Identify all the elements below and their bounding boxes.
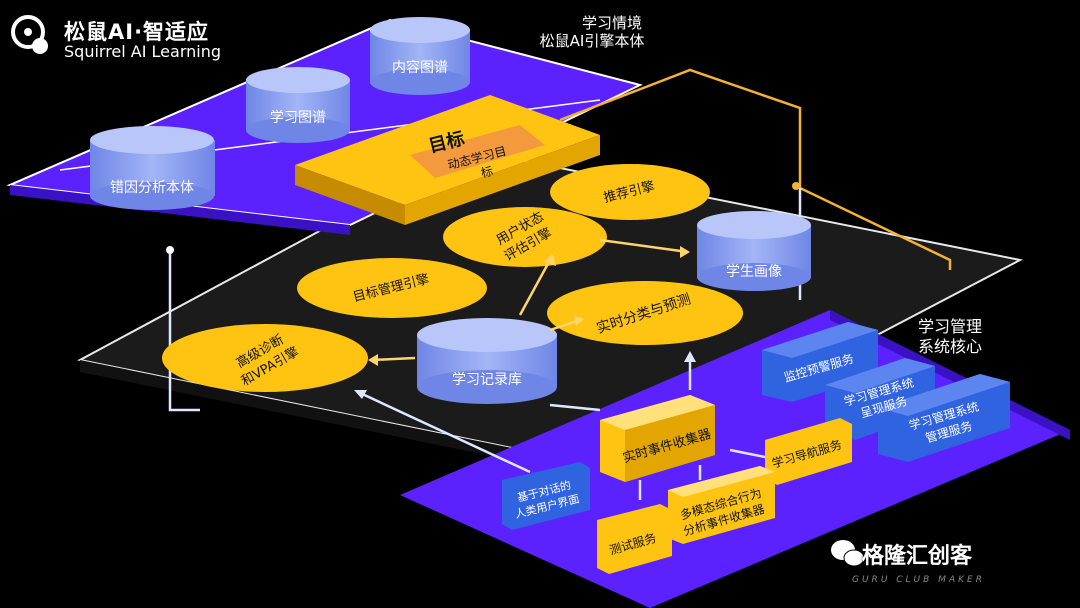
event-collector-box [600,395,715,482]
squirrel-logo-icon [11,15,48,54]
flow-arrows [354,238,771,500]
label-student-profile: 学生画像 [726,264,782,280]
dialog-ui-box [502,462,590,530]
cylinder-student-profile [697,211,811,291]
ellipse-realtime [547,281,743,345]
label-error-ontology: 错因分析本体 [110,180,194,196]
top-layer-title-2: 松鼠AI引擎本体 [540,32,645,50]
wechat-icon [831,540,865,567]
multimodal-box [668,466,775,544]
label-content-graph: 内容图谱 [392,59,448,76]
connector-dot [792,182,800,190]
top-layer-title-1: 学习情境 [582,14,642,32]
ellipse-diagnosis [162,324,368,392]
label-learning-graph: 学习图谱 [270,110,326,126]
test-service-box [597,504,672,574]
brand-logo: 松鼠AI·智适应 Squirrel AI Learning [10,8,230,64]
ellipse-recommend [550,164,710,220]
cylinder-error-ontology [90,126,215,210]
goal-box [295,95,600,225]
nav-service-box [765,418,852,485]
brand-name-en: Squirrel AI Learning [64,42,222,61]
cylinder-content-graph [370,17,470,95]
watermark-sub: GURU CLUB MAKER [852,575,985,585]
cylinder-learning-graph [246,67,350,143]
watermark-text: 格隆汇创客 [862,544,973,569]
brand-name-cn: 松鼠AI·智适应 [64,20,210,44]
label-record-db: 学习记录库 [452,372,522,388]
label-dynamic-goal-2: 标 [480,164,495,180]
ellipse-user-state [443,207,607,267]
service-manage-box [878,374,1010,462]
bottom-layer-title-2: 系统核心 [918,337,982,356]
ellipse-goal-mgmt [297,258,487,318]
bottom-layer-title-1: 学习管理 [918,317,982,336]
connector-dot [166,246,174,254]
cylinder-record-db [417,318,557,404]
